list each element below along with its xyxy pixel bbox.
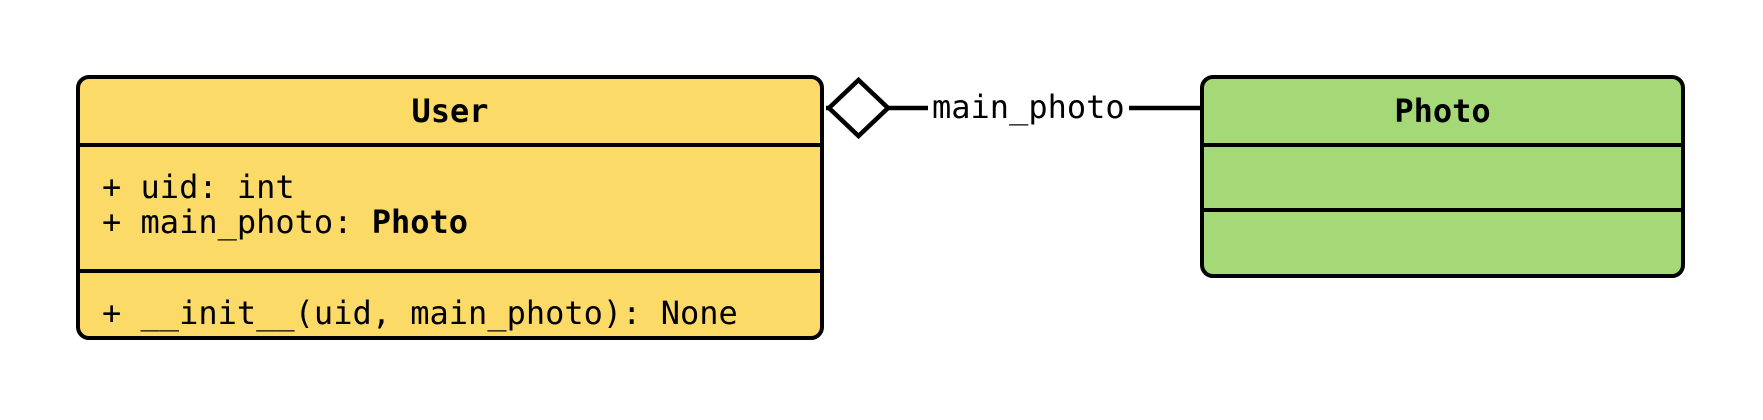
user-class-box: User + uid: int + main_photo: Photo + __… [76, 75, 824, 340]
user-class-attributes: + uid: int + main_photo: Photo [80, 143, 820, 269]
photo-class-name: Photo [1394, 92, 1491, 130]
user-class-name: User [411, 92, 489, 130]
attribute-type: Photo [371, 203, 469, 241]
relationship-label: main_photo [928, 88, 1129, 127]
photo-class-methods [1204, 208, 1681, 274]
attribute-text: + uid: int [102, 168, 295, 206]
attribute-text: + main_photo: [102, 203, 372, 241]
photo-class-attributes [1204, 143, 1681, 208]
method-row: + __init__(uid, main_photo): None [102, 296, 812, 331]
attribute-row: + uid: int [102, 170, 812, 205]
aggregation-diamond-icon [825, 76, 892, 140]
method-text: + __init__(uid, main_photo): None [102, 294, 738, 332]
user-class-methods: + __init__(uid, main_photo): None [80, 269, 820, 336]
photo-class-box: Photo [1200, 75, 1685, 278]
attribute-row: + main_photo: Photo [102, 205, 812, 240]
